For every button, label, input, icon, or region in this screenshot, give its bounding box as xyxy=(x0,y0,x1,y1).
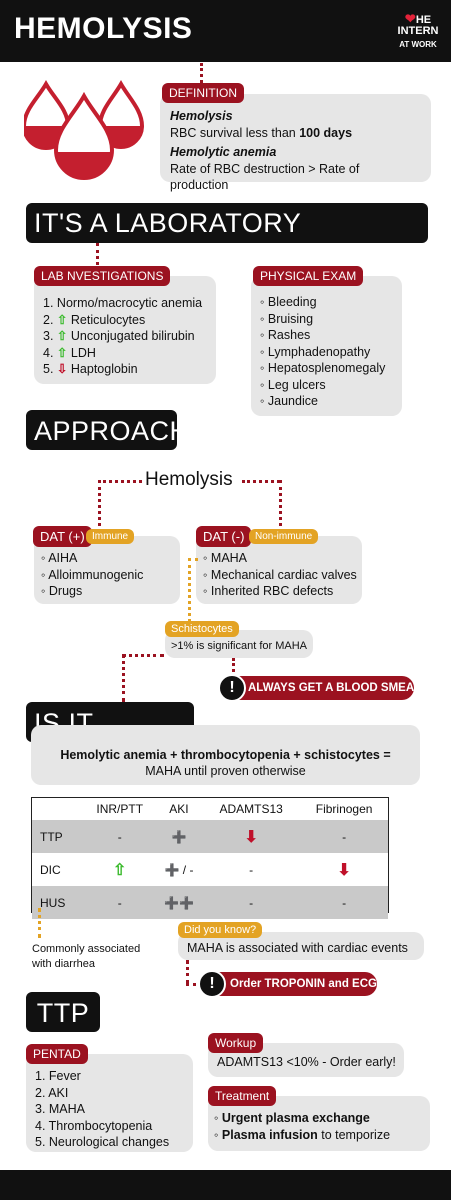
alert-icon: ! xyxy=(218,674,246,702)
physical-exam-tag: PHYSICAL EXAM xyxy=(253,266,364,286)
definition-text-hemolysis: RBC survival less than 100 days xyxy=(170,125,353,140)
immune-box: ◦ AIHA ◦ Alloimmunogenic ◦ Drugs xyxy=(34,536,180,604)
connector xyxy=(98,480,142,483)
hus-note: Commonly associated with diarrhea xyxy=(32,943,141,970)
maha-comparison-table: INR/PTT AKI ADAMTS13 Fibrinogen TTP - ➕ … xyxy=(31,797,389,919)
footer-bar xyxy=(0,1170,451,1200)
exam-item: ◦ Leg ulcers xyxy=(260,377,326,392)
connector xyxy=(186,960,189,984)
blood-drops-icon xyxy=(24,79,145,180)
lab-item: 3. ⇧ Unconjugated bilirubin xyxy=(43,329,195,343)
treatment-item: ◦ Urgent plasma exchange xyxy=(214,1111,370,1125)
lab-item: 1. Normo/macrocytic anemia xyxy=(43,296,203,310)
col-header-fibrinogen: Fibrinogen xyxy=(315,802,373,816)
alert-icon: ! xyxy=(198,970,226,998)
dat-negative-tag: DAT (-) xyxy=(196,526,252,547)
pentad-item: 3. MAHA xyxy=(35,1102,86,1116)
table-header-row: INR/PTT AKI ADAMTS13 Fibrinogen xyxy=(32,798,388,820)
aki-plus-minus: ➕ / - xyxy=(164,862,194,877)
maha-definition-box: Hemolytic anemia + thrombocytopenia + sc… xyxy=(31,725,420,785)
immune-item: ◦ AIHA xyxy=(41,551,78,565)
workup-box: ADAMTS13 <10% - Order early! xyxy=(208,1043,404,1077)
arrow-up-icon: ⇧ xyxy=(56,329,68,343)
lab-diagnosis-banner: IT'S A LABORATORY DIAGNOSIS xyxy=(26,203,428,274)
troponin-alert: Order TROPONIN and ECG xyxy=(202,972,377,996)
page-title: HEMOLYSIS xyxy=(14,12,193,45)
pentad-item: 4. Thrombocytopenia xyxy=(35,1118,153,1133)
immune-item: ◦ Alloimmunogenic xyxy=(41,567,144,582)
lab-investigations-box: 1. Normo/macrocytic anemia 2. ⇧ Reticulo… xyxy=(34,276,216,384)
connector xyxy=(242,480,280,483)
connector xyxy=(279,480,282,526)
definition-term-hemolytic-anemia: Hemolytic anemia xyxy=(170,145,277,159)
table-row: DIC ⇧ ➕ / - - ⬇ xyxy=(32,853,388,886)
connector xyxy=(186,983,202,986)
immune-item: ◦ Drugs xyxy=(41,584,83,598)
plus-icon: ➕ xyxy=(164,862,180,877)
exam-item: ◦ Rashes xyxy=(260,328,311,342)
treatment-tag: Treatment xyxy=(208,1086,277,1106)
connector xyxy=(188,558,191,622)
dat-positive-tag: DAT (+) xyxy=(33,526,92,547)
connector xyxy=(96,243,99,265)
lab-investigations-tag: LAB NVESTIGATIONS xyxy=(34,266,171,286)
physical-exam-box: ◦ Bleeding ◦ Bruising ◦ Rashes ◦ Lymphad… xyxy=(251,276,402,416)
connector xyxy=(200,63,203,83)
connector xyxy=(98,480,101,526)
blood-smear-alert: ALWAYS GET A BLOOD SMEAR xyxy=(222,676,422,700)
nonimmune-item: ◦ MAHA xyxy=(203,551,248,565)
nonimmune-item: ◦ Mechanical cardiac valves xyxy=(203,567,357,582)
hemolysis-root-label: Hemolysis xyxy=(145,469,233,490)
did-you-know-tag: Did you know? xyxy=(178,922,263,938)
lab-item: 4. ⇧ LDH xyxy=(43,345,96,360)
connector xyxy=(122,654,125,702)
plus-icon: ➕➕ xyxy=(164,895,194,910)
workup-tag: Workup xyxy=(208,1033,264,1053)
logo: ❤HE INTERN AT WORK xyxy=(397,11,439,49)
exam-item: ◦ Jaundice xyxy=(260,394,318,408)
exam-item: ◦ Lymphadenopathy xyxy=(260,344,371,359)
pentad-box: 1. Fever 2. AKI 3. MAHA 4. Thrombocytope… xyxy=(26,1054,193,1152)
treatment-item: ◦ Plasma infusion to temporize xyxy=(214,1127,391,1142)
exam-item: ◦ Bleeding xyxy=(260,295,317,309)
connector xyxy=(188,558,198,561)
plus-icon: ➕ xyxy=(171,829,187,844)
pentad-item: 5. Neurological changes xyxy=(35,1135,170,1149)
schistocytes-tag: Schistocytes xyxy=(165,621,239,637)
approach-banner: APPROACH xyxy=(26,410,189,450)
definition-box: Hemolysis RBC survival less than 100 day… xyxy=(160,94,431,192)
arrow-down-icon: ⬇ xyxy=(244,828,258,846)
immune-tag: Immune xyxy=(86,529,135,544)
col-header-aki: AKI xyxy=(169,802,189,816)
arrow-up-icon: ⇧ xyxy=(56,345,68,360)
table-row: TTP - ➕ ⬇ - xyxy=(32,820,388,853)
header-bar: HEMOLYSIS ❤HE INTERN AT WORK xyxy=(0,0,451,62)
lab-item: 2. ⇧ Reticulocytes xyxy=(43,312,146,327)
col-header-adamts13: ADAMTS13 xyxy=(219,802,283,816)
pentad-item: 1. Fever xyxy=(35,1069,81,1083)
heart-icon: ❤ xyxy=(404,11,416,26)
definition-text-hemolytic-anemia: Rate of RBC destruction > Rate of produc… xyxy=(170,161,360,193)
arrow-down-icon: ⬇ xyxy=(337,861,351,879)
nonimmune-box: ◦ MAHA ◦ Mechanical cardiac valves ◦ Inh… xyxy=(196,536,362,604)
connector xyxy=(232,658,235,672)
connector xyxy=(122,654,164,657)
arrow-down-icon: ⇩ xyxy=(56,362,68,376)
nonimmune-tag: Non-immune xyxy=(249,529,319,544)
col-header-inr: INR/PTT xyxy=(96,802,144,816)
pentad-item: 2. AKI xyxy=(35,1085,69,1100)
connector xyxy=(38,908,41,938)
exam-item: ◦ Bruising xyxy=(260,311,314,326)
pentad-tag: PENTAD xyxy=(26,1044,88,1064)
did-you-know-box: MAHA is associated with cardiac events xyxy=(178,932,424,960)
arrow-up-icon: ⇧ xyxy=(113,861,127,879)
exam-item: ◦ Hepatosplenomegaly xyxy=(260,361,386,375)
nonimmune-item: ◦ Inherited RBC defects xyxy=(203,584,334,598)
table-row: HUS - ➕➕ - - xyxy=(32,886,388,919)
definition-tag: DEFINITION xyxy=(162,83,244,103)
ttp-banner: TTP xyxy=(26,992,100,1032)
definition-term-hemolysis: Hemolysis xyxy=(170,109,233,123)
lab-item: 5. ⇩ Haptoglobin xyxy=(43,362,138,376)
arrow-up-icon: ⇧ xyxy=(56,312,68,327)
